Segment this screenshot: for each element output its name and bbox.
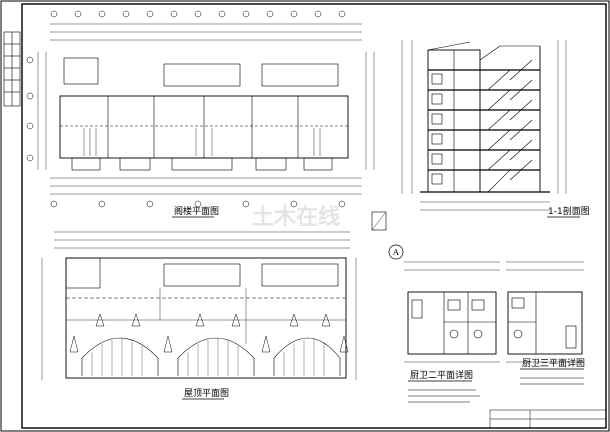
notes-block-right xyxy=(520,377,584,385)
section-1-1 xyxy=(371,40,567,231)
toilet-detail-2 xyxy=(404,261,500,363)
toilet-detail-2-title: 厨卫二平面详图 xyxy=(410,369,473,381)
binding-strip xyxy=(3,31,21,107)
axis-marker-a-label: A xyxy=(392,248,399,257)
toilet-detail-3 xyxy=(506,261,584,363)
toilet-detail-3-title: 厨卫三平面详图 xyxy=(522,357,585,369)
title-block xyxy=(489,409,607,429)
attic-plan xyxy=(37,23,375,195)
axis-marker-a xyxy=(388,244,404,260)
roof-plan-triangles xyxy=(69,313,349,353)
attic-plan-title: 阁楼平面图 xyxy=(174,205,219,217)
watermark: 土木在线 xyxy=(252,204,340,230)
roof-plan-title: 屋顶平面图 xyxy=(184,388,229,399)
roof-plan xyxy=(41,231,357,380)
section-1-1-title: 1-1剖面图 xyxy=(548,205,590,217)
attic-plan-axis-bubbles xyxy=(26,10,346,208)
notes-block xyxy=(408,389,480,403)
